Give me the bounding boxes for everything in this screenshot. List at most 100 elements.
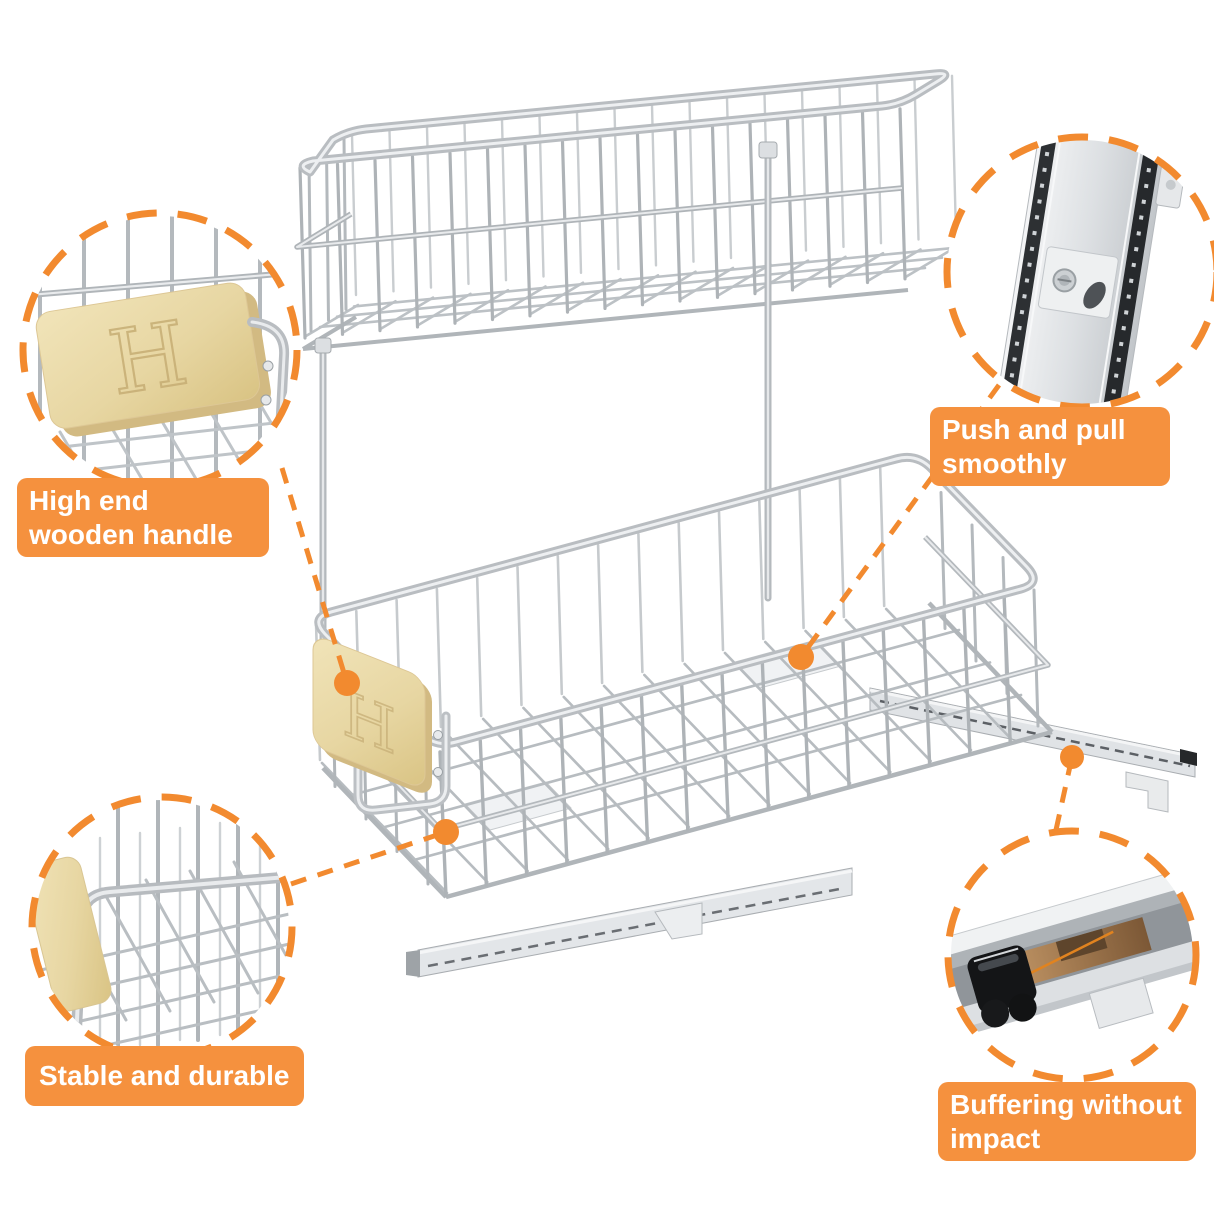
rail-mount-bracket-right [1125, 771, 1169, 813]
slide-rail-front [406, 867, 853, 978]
wire [373, 159, 382, 333]
rail-bearing-track-front [427, 886, 846, 968]
closeup-damper-highlight [973, 947, 1019, 963]
wire [898, 107, 907, 281]
basket-corner-closeup [35, 800, 289, 1054]
top-basket-front-wires [298, 107, 907, 340]
wire [567, 277, 622, 312]
wire [454, 288, 510, 323]
wire [710, 125, 720, 299]
closeup-screw [260, 394, 272, 406]
wire [639, 695, 650, 843]
wire [760, 662, 771, 810]
callout-dot-wooden-handle [334, 670, 360, 696]
callout-label-slide-rail: Push and pull smoothly [930, 407, 1170, 487]
wire [878, 466, 886, 608]
closeup-keyhole-slot [1083, 281, 1106, 309]
wire [412, 693, 1023, 862]
connector-line-wooden-handle [279, 467, 350, 684]
wire [523, 144, 532, 318]
wire [144, 878, 216, 1004]
wire [642, 270, 697, 305]
wire [448, 151, 457, 325]
slide-rail-closeup [989, 140, 1187, 404]
wire [342, 137, 348, 311]
wire [962, 607, 972, 755]
closeup-rail-group [989, 140, 1187, 404]
wire [379, 296, 435, 330]
handle-screw-bottom [433, 767, 443, 777]
callout-dot-basket [433, 819, 459, 845]
wire [325, 148, 330, 322]
wire [435, 587, 443, 729]
wire [298, 166, 307, 340]
closeup-bearing-balls-left [999, 140, 1060, 404]
top-basket-rim-highlight [301, 72, 947, 174]
wire [677, 521, 685, 663]
wooden-handle: H [312, 638, 451, 815]
wire [335, 256, 944, 319]
top-basket-rim [298, 69, 950, 177]
wire [598, 136, 607, 310]
callout-label-wooden-handle: High end wooden handle [17, 478, 269, 558]
bottom-basket-back-wires [314, 466, 886, 762]
wire [841, 640, 851, 788]
callout-circle-basket [28, 793, 296, 1061]
wire [417, 292, 472, 327]
wire [637, 532, 644, 674]
rail-end-stopper [1180, 749, 1197, 766]
rail-bearing-track-right [879, 699, 1191, 768]
wire [673, 129, 682, 303]
wire [720, 673, 730, 821]
closeup-buffer-group [951, 870, 1193, 1036]
closeup-bearing-balls-right [1100, 140, 1162, 404]
wire [921, 618, 932, 766]
wire [556, 554, 564, 696]
callout-dashed-ring [944, 827, 1200, 1083]
wire [318, 266, 927, 329]
closeup-damper-slot [977, 953, 1019, 972]
callout-label-basket: Stable and durable [25, 1046, 304, 1106]
top-basket-mid-rail-highlight [296, 187, 903, 248]
wire [100, 887, 172, 1013]
support-rods [314, 141, 778, 652]
wire [748, 121, 757, 296]
wire [913, 78, 920, 241]
top-basket-floor-grid [304, 244, 961, 338]
rail-highlight-front [417, 869, 853, 955]
wire [350, 628, 961, 797]
wire [950, 74, 958, 238]
closeup-wood-block: H [35, 282, 271, 437]
closeup-bracket-hole [1165, 179, 1176, 190]
closeup-damper-lobe [1008, 993, 1037, 1022]
callout-circle-buffer [944, 827, 1200, 1083]
closeup-rail-edge-highlight [1010, 140, 1070, 404]
wire [757, 499, 765, 641]
wire [604, 274, 660, 308]
closeup-rail-highlight [26, 270, 294, 298]
wire [798, 488, 805, 630]
closeup-rail-edge-highlight [1089, 140, 1149, 404]
closeup-screw-slot [1057, 278, 1072, 283]
wire [599, 706, 609, 854]
wire [158, 416, 214, 484]
callout-dot-slide-rail [788, 644, 814, 670]
wire [335, 162, 345, 336]
callout-circle-slide-rail [943, 133, 1214, 411]
bottom-basket [314, 452, 1054, 900]
closeup-screw [262, 360, 274, 372]
buffer-closeup [951, 870, 1193, 1036]
wire [823, 114, 832, 288]
wire [410, 155, 420, 329]
wire [785, 118, 795, 292]
wire [475, 576, 483, 718]
closeup-mount-bracket [1088, 977, 1154, 1029]
wire [342, 299, 397, 334]
closeup-wood-face [35, 282, 261, 429]
wire [717, 510, 725, 652]
top-basket [294, 69, 961, 351]
wire [596, 543, 604, 685]
wire [860, 110, 870, 285]
